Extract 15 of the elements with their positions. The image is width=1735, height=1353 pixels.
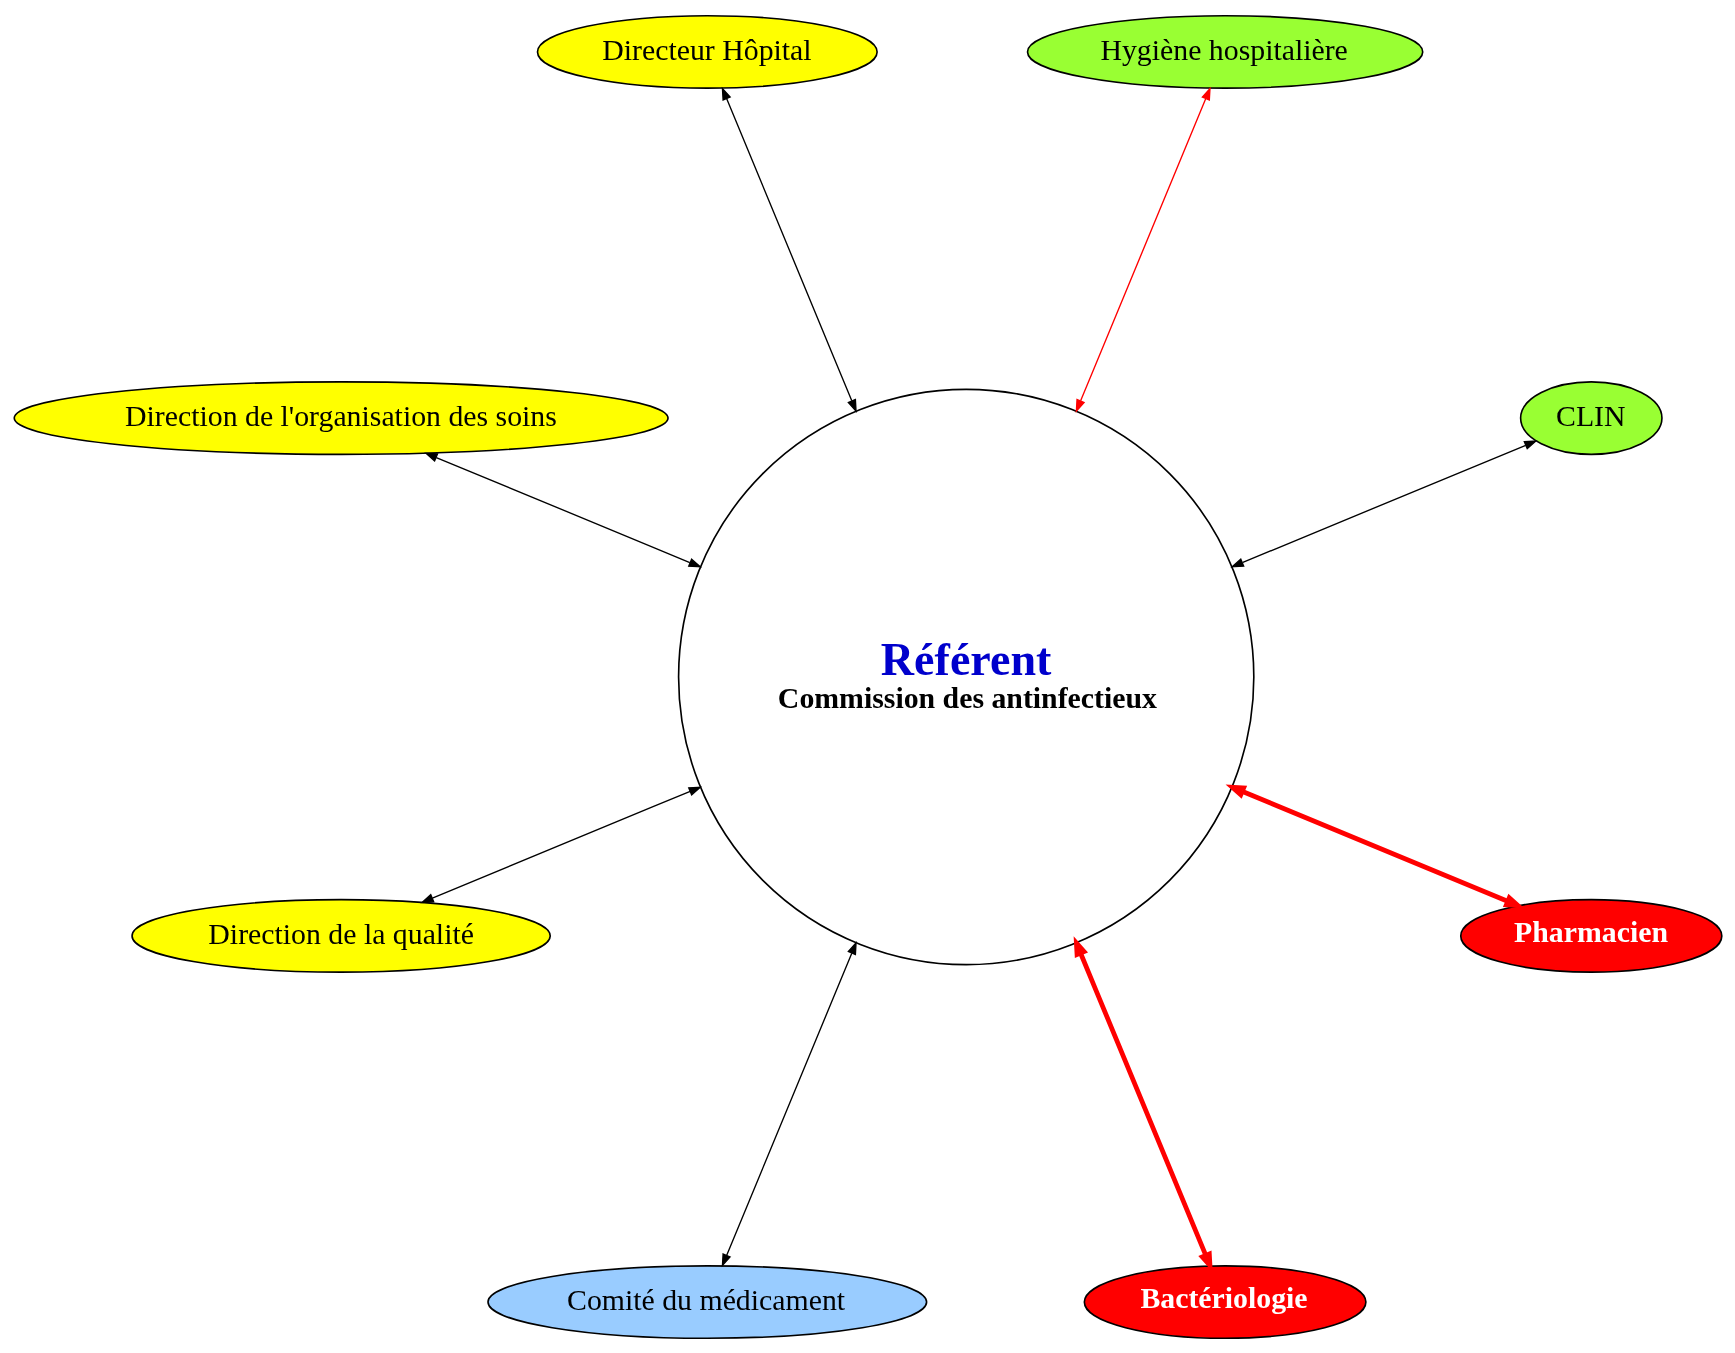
arrow — [1225, 783, 1524, 908]
node-ellipse: Direction de l'organisation des soins — [12, 380, 669, 455]
node-ellipse: Pharmacien — [1459, 898, 1723, 973]
arrow — [721, 86, 857, 413]
node-ellipse: Bactériologie — [1083, 1264, 1367, 1339]
arrow — [419, 785, 702, 903]
node-circle: Référent Commission des antinfectieux — [677, 388, 1255, 965]
node-ellipse: Comité du médicament — [486, 1264, 927, 1339]
node-ellipse: Direction de la qualité — [130, 898, 551, 973]
arrow — [1075, 86, 1211, 413]
arrow — [1229, 439, 1538, 568]
node-ellipse: Hygiène hospitalière — [1026, 14, 1424, 89]
arrow — [721, 940, 857, 1267]
arrow — [423, 451, 702, 568]
node-ellipse: Directeur Hôpital — [536, 14, 878, 89]
